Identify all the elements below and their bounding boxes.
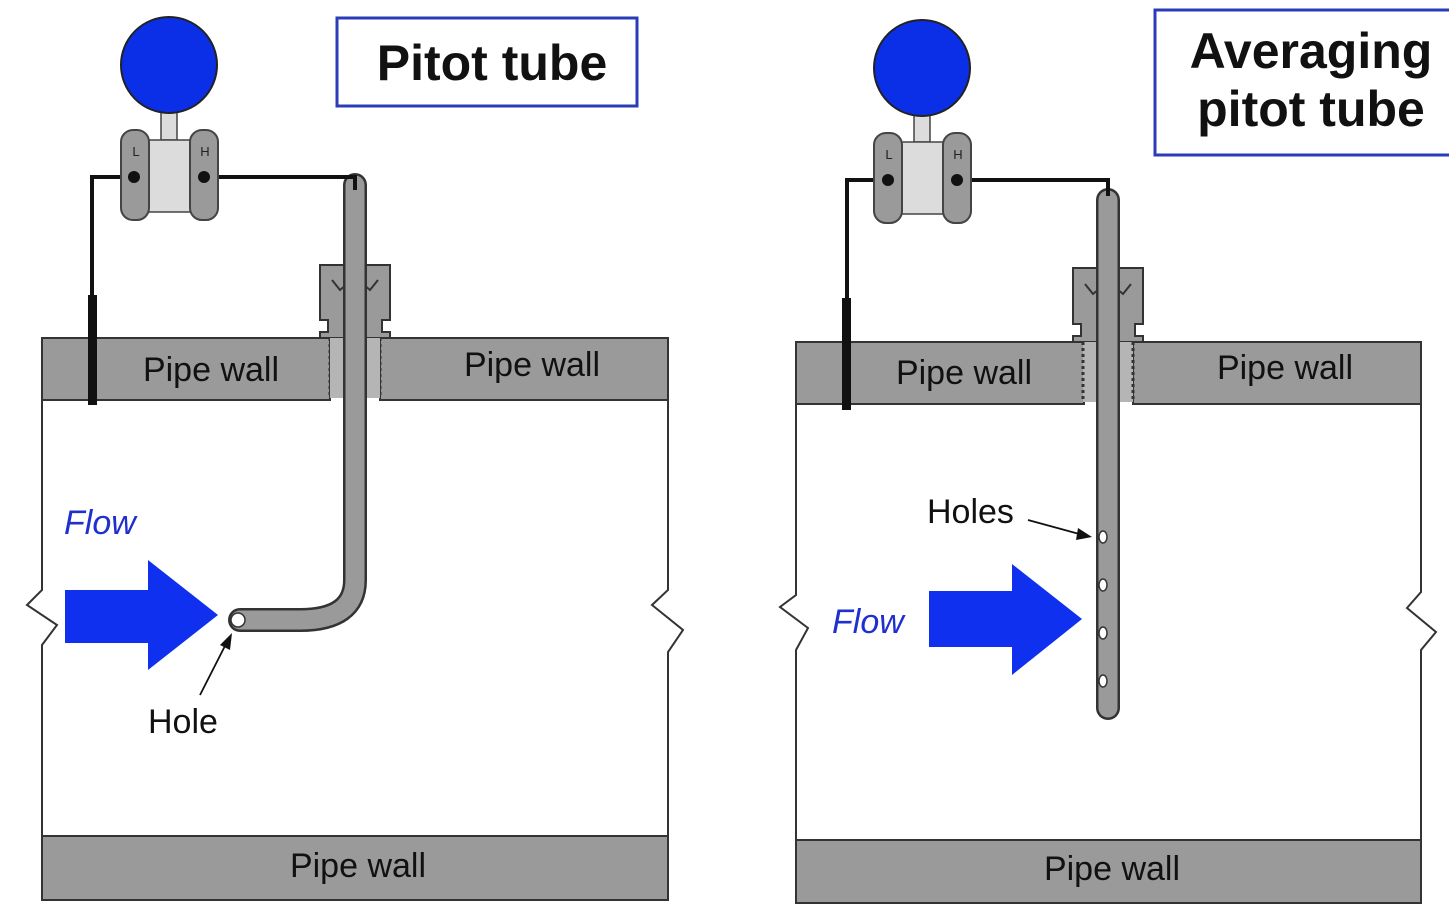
left-pitot-tube bbox=[228, 173, 367, 632]
right-port-low-label: L bbox=[885, 147, 892, 162]
right-bottom-wall-label: Pipe wall bbox=[1044, 850, 1180, 888]
left-panel: L H Pitot tube Pipe wall Pipe wall Pipe … bbox=[25, 16, 685, 901]
gauge-head-icon bbox=[873, 19, 971, 117]
left-port-low-label: L bbox=[132, 144, 139, 159]
right-impulse-line-high bbox=[957, 178, 1110, 196]
left-dp-transmitter: L H bbox=[120, 16, 219, 221]
right-flow-arrow-icon bbox=[929, 564, 1082, 675]
left-hole-opening bbox=[230, 612, 246, 628]
left-pipe-outline bbox=[25, 398, 685, 840]
left-port-high-label: H bbox=[200, 144, 209, 159]
right-top-wall-right-label: Pipe wall bbox=[1217, 349, 1353, 387]
right-holes-label: Holes bbox=[927, 493, 1014, 531]
right-title-line2: pitot tube bbox=[1197, 81, 1425, 137]
right-top-wall-left-label: Pipe wall bbox=[896, 354, 1032, 392]
right-dp-transmitter: L H bbox=[873, 19, 972, 224]
left-impulse-line-high bbox=[204, 175, 357, 190]
right-title-box bbox=[1153, 8, 1449, 157]
left-title: Pitot tube bbox=[377, 35, 608, 91]
left-top-wall-right-label: Pipe wall bbox=[464, 346, 600, 384]
right-port-high-label: H bbox=[953, 147, 962, 162]
left-hole-pointer bbox=[199, 639, 229, 696]
right-holes-pointer bbox=[1027, 519, 1084, 536]
right-bottom-wall bbox=[795, 839, 1422, 904]
right-title-line1: Averaging bbox=[1190, 23, 1433, 79]
left-flow-arrow-icon bbox=[65, 560, 218, 670]
left-top-wall-left-label: Pipe wall bbox=[143, 351, 279, 389]
right-flow-label: Flow bbox=[832, 603, 906, 641]
right-tube-holes bbox=[1098, 530, 1108, 688]
right-pipe-outline bbox=[778, 402, 1438, 842]
right-panel: L H Averaging pitot tube Pipe wall Pipe … bbox=[778, 8, 1449, 904]
left-hole-label: Hole bbox=[148, 703, 218, 741]
left-flow-label: Flow bbox=[64, 504, 138, 542]
left-bottom-wall bbox=[41, 835, 669, 901]
left-title-box bbox=[335, 16, 639, 108]
left-bottom-wall-label: Pipe wall bbox=[290, 847, 426, 885]
left-top-wall-right bbox=[379, 337, 669, 401]
gauge-head-icon bbox=[120, 16, 218, 114]
